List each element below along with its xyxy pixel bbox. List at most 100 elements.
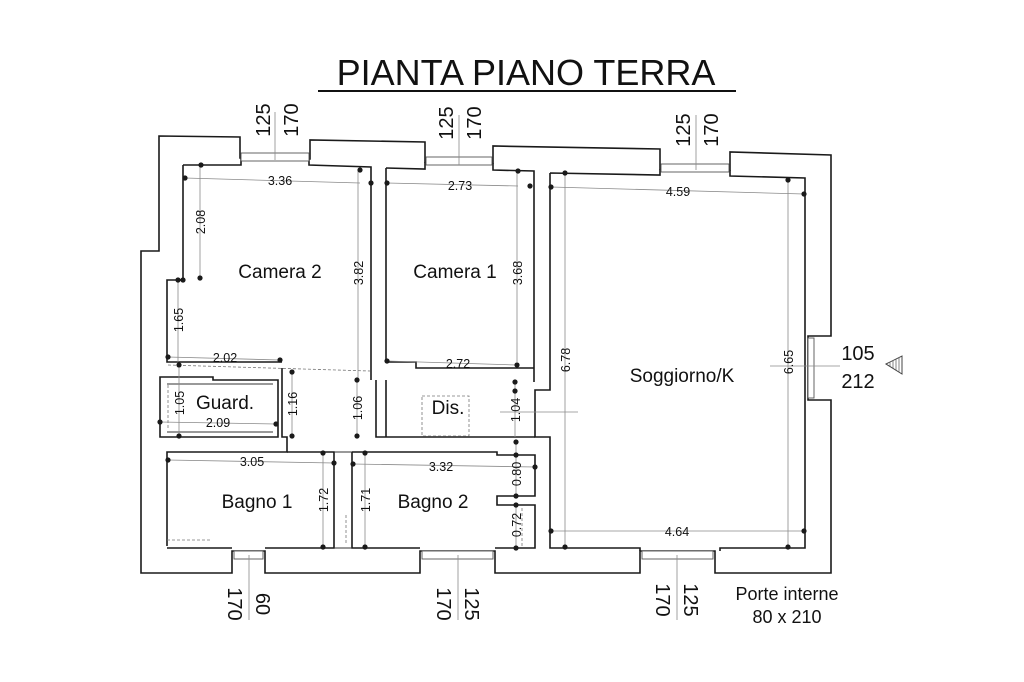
dim-guard-height: 1.05 xyxy=(173,391,187,415)
dimension-lines xyxy=(159,112,840,620)
dimension-endpoint-dot xyxy=(197,275,203,281)
dimension-endpoint-dot xyxy=(331,460,337,466)
dimension-endpoint-dot xyxy=(514,362,520,368)
dim-camera1-height: 3.68 xyxy=(511,261,525,285)
win-bottom-soggiorno-height: 170 xyxy=(651,583,673,616)
room-label-bagno-1: Bagno 1 xyxy=(222,492,293,513)
dimension-endpoint-dot xyxy=(165,457,171,463)
dim-camera2-width: 3.36 xyxy=(268,174,292,188)
dim-soggiorno-bottom-width: 4.64 xyxy=(665,525,689,539)
dimension-endpoint-dot xyxy=(801,191,807,197)
outer-walls xyxy=(140,135,832,574)
dimension-endpoint-dot xyxy=(176,433,182,439)
dim-guard-width: 2.09 xyxy=(206,416,230,430)
dimension-endpoint-dot xyxy=(532,464,538,470)
dim-camera2-upper-height: 2.08 xyxy=(194,210,208,234)
dimension-endpoint-dot xyxy=(548,184,554,190)
note-interior-doors-label: Porte interne xyxy=(735,584,838,604)
dim-dis-height: 1.04 xyxy=(509,398,523,422)
dim-soggiorno-right-height: 6.65 xyxy=(782,350,796,374)
dimension-endpoint-dot xyxy=(384,358,390,364)
horizontal-dimension-labels: 3.36 2.73 2.72 2.02 4.59 4.64 2.09 3.05 … xyxy=(206,174,690,539)
dimension-endpoint-dot xyxy=(513,493,519,499)
dimension-endpoint-dot xyxy=(801,528,807,534)
dimension-endpoint-dot xyxy=(368,180,374,186)
dimension-endpoint-dot xyxy=(384,180,390,186)
dim-bagno2-height: 1.71 xyxy=(359,488,373,512)
win-top-camera1-width: 125 xyxy=(436,106,458,139)
dimension-endpoint-dot xyxy=(357,167,363,173)
dimension-endpoint-dot xyxy=(354,377,360,383)
dimension-endpoint-dot xyxy=(180,277,186,283)
dimension-endpoint-dot xyxy=(513,502,519,508)
dimension-endpoint-dot xyxy=(512,388,518,394)
win-bottom-bagno2-width: 125 xyxy=(460,587,482,620)
dimension-endpoint-dot xyxy=(512,379,518,385)
dashed-elements xyxy=(167,364,523,546)
entrance-arrow-icon xyxy=(884,355,903,375)
win-top-camera2-height: 170 xyxy=(281,103,303,136)
dim-closet-upper: 0.80 xyxy=(510,462,524,486)
dimension-endpoint-dot xyxy=(350,461,356,467)
win-right-door-width: 105 xyxy=(841,343,874,365)
dim-camera2-height: 3.82 xyxy=(352,261,366,285)
dimension-endpoint-dot xyxy=(513,545,519,551)
room-label-disimpegno: Dis. xyxy=(432,398,465,419)
dimension-endpoint-dot xyxy=(354,433,360,439)
win-bottom-soggiorno-width: 125 xyxy=(679,583,701,616)
dimension-endpoint-dot xyxy=(176,362,182,368)
win-bottom-bagno2-height: 170 xyxy=(432,587,454,620)
dimension-endpoint-dot xyxy=(515,168,521,174)
note-interior-doors-size: 80 x 210 xyxy=(752,607,821,627)
dim-camera1-bottom-width: 2.72 xyxy=(446,357,470,371)
win-bottom-bagno1-width: 60 xyxy=(251,593,273,615)
vertical-dimension-labels: 2.08 3.82 1.65 3.68 6.78 6.65 1.05 1.16 … xyxy=(172,210,796,537)
dimension-endpoint-dot xyxy=(165,354,171,360)
win-top-camera2-width: 125 xyxy=(253,103,275,136)
dimension-endpoint-dot xyxy=(289,369,295,375)
dimension-endpoint-dot xyxy=(320,544,326,550)
dim-camera2-bottom-width: 2.02 xyxy=(213,351,237,365)
dimension-endpoint-dot xyxy=(527,183,533,189)
win-right-door-height: 212 xyxy=(841,371,874,393)
dim-bagno1-width: 3.05 xyxy=(240,455,264,469)
win-bottom-bagno1-height: 170 xyxy=(223,587,245,620)
dimension-endpoint-dot xyxy=(289,433,295,439)
window-dimension-labels: 125 170 125 170 125 170 170 60 170 125 1… xyxy=(223,103,875,620)
dim-bagno1-height: 1.72 xyxy=(317,488,331,512)
win-top-soggiorno-width: 125 xyxy=(673,113,695,146)
dimension-endpoint-dot xyxy=(182,175,188,181)
dimension-endpoint-dot xyxy=(277,357,283,363)
win-top-soggiorno-height: 170 xyxy=(701,113,723,146)
dimension-endpoint-dot xyxy=(513,452,519,458)
room-label-soggiorno: Soggiorno/K xyxy=(630,366,735,387)
dimension-endpoint-dot xyxy=(320,450,326,456)
dimension-endpoint-dot xyxy=(175,277,181,283)
plan-title: PIANTA PIANO TERRA xyxy=(337,52,716,93)
dimension-endpoint-dot xyxy=(273,421,279,427)
room-label-guardaroba: Guard. xyxy=(196,393,254,414)
dim-bagno2-width: 3.32 xyxy=(429,460,453,474)
win-top-camera1-height: 170 xyxy=(464,106,486,139)
dimension-endpoint-dot xyxy=(562,544,568,550)
dim-closet-lower: 0.72 xyxy=(510,513,524,537)
dimension-endpoint-dot xyxy=(785,544,791,550)
dim-soggiorno-top-width: 4.59 xyxy=(666,185,690,199)
dim-camera1-width: 2.73 xyxy=(448,179,472,193)
dimension-endpoint-dot xyxy=(198,162,204,168)
dimension-endpoint-dot xyxy=(362,544,368,550)
dimension-dots xyxy=(157,162,807,551)
room-label-camera-1: Camera 1 xyxy=(413,262,496,283)
dim-camera2-lower-height: 1.65 xyxy=(172,308,186,332)
dim-soggiorno-left-height: 6.78 xyxy=(559,348,573,372)
dimension-endpoint-dot xyxy=(548,528,554,534)
room-label-bagno-2: Bagno 2 xyxy=(398,492,469,513)
dim-hall-height-mid: 1.06 xyxy=(351,396,365,420)
dimension-endpoint-dot xyxy=(785,177,791,183)
dimension-endpoint-dot xyxy=(362,450,368,456)
dimension-endpoint-dot xyxy=(513,439,519,445)
room-label-camera-2: Camera 2 xyxy=(238,262,321,283)
dimension-endpoint-dot xyxy=(157,419,163,425)
dimension-endpoint-dot xyxy=(562,170,568,176)
